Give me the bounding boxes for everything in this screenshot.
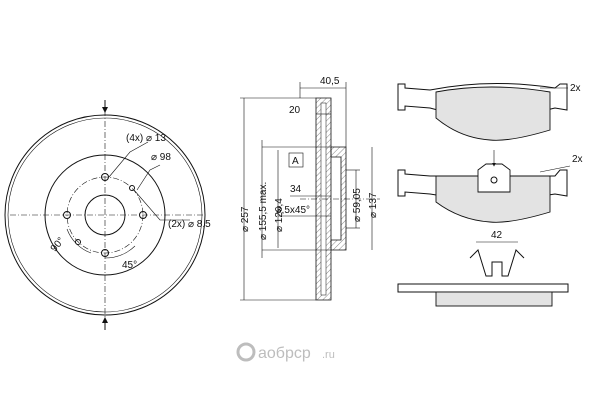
pcd-label: ⌀ 98: [151, 152, 171, 163]
dia-outer-label: ⌀ 257: [240, 206, 251, 232]
chamfer-label: 3,5x45°: [276, 205, 310, 216]
angle-45-label: 45°: [122, 260, 137, 271]
pin-holes-label: (2x) ⌀ 8,5: [168, 219, 211, 230]
angle-45-arc: [104, 245, 136, 259]
center-bore-label: ⌀ 59,05: [352, 188, 363, 222]
flange-label: 20: [289, 105, 301, 116]
disc-section-view: 40,5 20 A ⌀ 257 ⌀ 155,5 max. ⌀ 126,4 34 …: [240, 76, 380, 301]
watermark-logo-icon: [236, 342, 256, 362]
pin-hole: [129, 185, 135, 191]
pad-bottom-backing-plate: [397, 283, 569, 293]
angle-90-arc: [66, 228, 92, 254]
watermark-domain: .ru: [322, 349, 335, 361]
disc-front-view: (4x) ⌀ 13 ⌀ 98 (2x) ⌀ 8,5 90° 45°: [4, 100, 211, 330]
pad-bottom-friction: [435, 291, 553, 307]
clip-width-label: 42: [491, 230, 503, 241]
qty-top-label: 2x: [570, 83, 581, 94]
watermark: аобрср .ru: [236, 342, 335, 362]
leader-qty-mid: [539, 165, 571, 173]
bolt-hole: [139, 211, 147, 219]
detail-box-a: [288, 152, 304, 168]
depth-label: 34: [290, 184, 302, 195]
dia-max-label: ⌀ 155,5 max.: [258, 182, 269, 240]
pin-hole: [75, 239, 81, 245]
leader-bolt-holes: [108, 141, 149, 178]
leader-pcd: [136, 164, 161, 191]
width-label: 40,5: [320, 76, 340, 87]
bolt-hole: [101, 249, 109, 257]
detail-box-label: A: [292, 156, 299, 167]
clip-side-view: [469, 249, 525, 277]
bolt-hole: [101, 173, 109, 181]
pad-mid-rivet: [490, 176, 498, 184]
leader-pin-holes: [133, 189, 190, 221]
dia-hub-label: ⌀ 126,4: [274, 198, 285, 232]
section-hat: [330, 146, 347, 251]
bolt-hole: [63, 211, 71, 219]
watermark-brand: аобрср: [258, 345, 311, 362]
pad-top-friction: [435, 86, 551, 141]
pad-mid-spring-clip: [477, 163, 511, 193]
brake-pads: 2x 2x 42: [397, 82, 583, 307]
dia-137-label: ⌀ 137: [368, 192, 379, 218]
qty-mid-label: 2x: [572, 154, 583, 165]
angle-90-label: 90°: [49, 236, 67, 255]
pad-mid-friction: [435, 175, 551, 223]
bolt-holes-label: (4x) ⌀ 13: [126, 133, 166, 144]
